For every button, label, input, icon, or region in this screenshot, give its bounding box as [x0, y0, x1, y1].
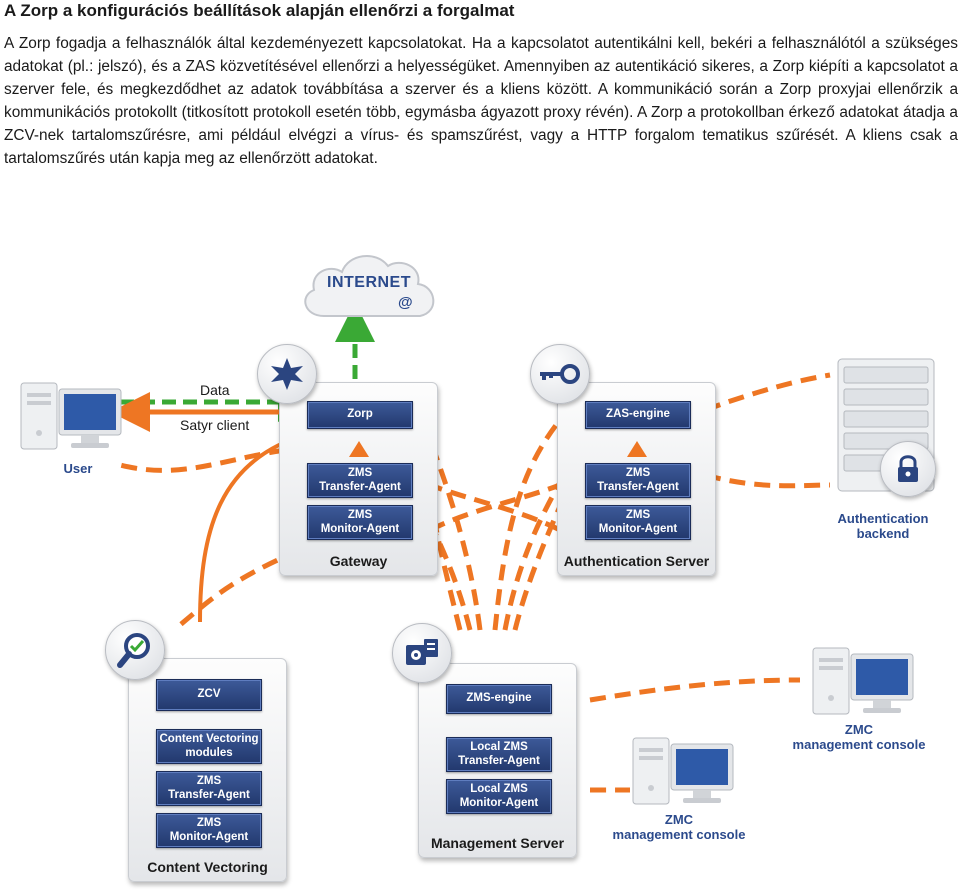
zms-link-backend-1	[704, 372, 831, 413]
firewall-badge-icon	[271, 358, 303, 390]
zms-link-user	[119, 447, 286, 473]
magnifier-badge-icon	[117, 633, 150, 668]
architecture-diagram: INTERNET @ User Data Satyr client Zorp Z…	[0, 230, 960, 890]
gateway-badge	[257, 344, 317, 404]
zms-link-backend-2	[704, 472, 831, 489]
content-vectoring-label: Content Vectoring	[147, 859, 268, 875]
auth-server-badge	[530, 344, 590, 404]
auth-backend-lock-badge	[880, 441, 936, 497]
zmc-computer-icon	[632, 737, 734, 805]
flow-data-label: Data	[200, 382, 230, 398]
zmc-near-label: ZMC management console	[612, 812, 746, 842]
intro-paragraph: A Zorp fogadja a felhasználók által kezd…	[4, 35, 958, 167]
gateway-up-arrow	[349, 441, 369, 457]
internet-at-symbol: @	[398, 294, 413, 311]
zorp-module: Zorp	[307, 401, 413, 429]
connection-lines	[110, 302, 831, 793]
zmc-console-far: ZMC management console	[793, 640, 930, 752]
flow-satyr-client-label: Satyr client	[180, 417, 250, 433]
zms-link-zmc-far	[589, 677, 801, 703]
management-badge-icon	[406, 639, 438, 665]
zms-link-content-vectoring	[178, 547, 301, 627]
gateway-cv-curve	[198, 433, 306, 623]
zms-link-auth-3	[492, 418, 562, 631]
zmc-console-near: ZMC management console	[613, 730, 750, 842]
zms-engine-module: ZMS-engine	[446, 684, 552, 714]
user-computer: User	[15, 375, 125, 476]
internet-label: INTERNET	[327, 274, 411, 291]
internet-cloud: INTERNET @	[294, 246, 444, 324]
key-badge-icon	[540, 364, 580, 384]
auth-backend: Authentication backend	[828, 355, 948, 555]
cloud-icon	[304, 254, 435, 317]
user-label: User	[63, 461, 93, 476]
content-vectoring-badge	[105, 620, 165, 680]
zms-link-auth-gw-cross	[429, 482, 562, 533]
gateway-label: Gateway	[329, 553, 388, 569]
zas-engine-module: ZAS-engine	[585, 401, 691, 429]
zms-link-gw-auth-cross	[428, 482, 561, 533]
zmc-computer-icon	[812, 647, 914, 715]
page-title: A Zorp a konfigurációs beállítások alapj…	[4, 1, 515, 20]
management-server-label: Management Server	[430, 835, 565, 851]
auth-up-arrow	[627, 441, 647, 457]
auth-server-label: Authentication Server	[563, 553, 710, 569]
lock-icon	[898, 455, 918, 482]
user-computer-icon	[20, 382, 122, 450]
zmc-far-label: ZMC management console	[792, 722, 926, 752]
management-server-badge	[392, 623, 452, 683]
auth-backend-label: Authentication backend	[837, 511, 929, 541]
zcv-module: ZCV	[156, 679, 262, 711]
